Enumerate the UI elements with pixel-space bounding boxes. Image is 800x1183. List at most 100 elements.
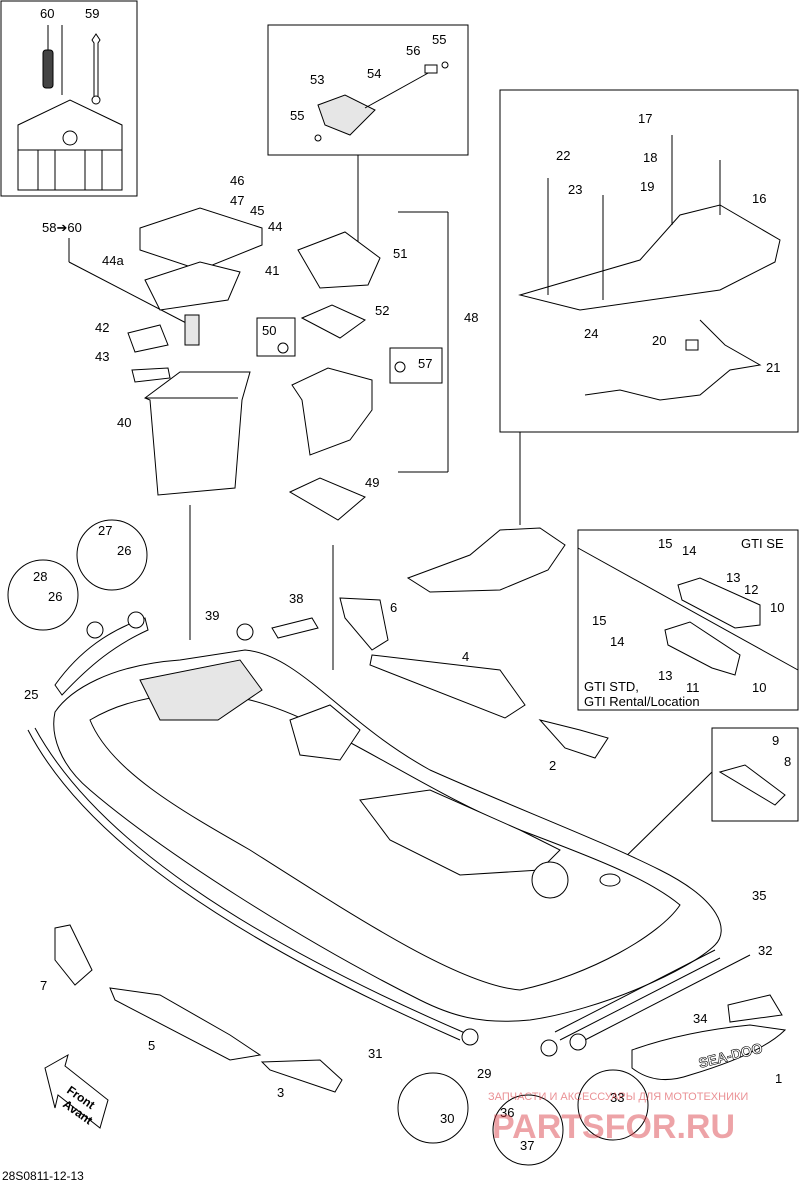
lid-51 <box>297 231 381 289</box>
label-23: 23 <box>568 182 582 197</box>
label-2: 2 <box>549 758 556 773</box>
label-55: 55 <box>432 32 446 47</box>
label-28: 28 <box>33 569 47 584</box>
gti-std-label-1: GTI STD, <box>584 679 639 694</box>
label-17: 17 <box>638 111 652 126</box>
label-8: 8 <box>784 754 791 769</box>
label-20: 20 <box>652 333 666 348</box>
bracket-20 <box>685 339 699 351</box>
bin-40 <box>143 371 251 496</box>
diagram-id: 28S0811-12-13 <box>2 1169 84 1183</box>
bin-cover-44 <box>139 207 263 271</box>
label-22: 22 <box>556 148 570 163</box>
plate-box-frame <box>711 727 799 822</box>
gasket-41 <box>144 261 241 311</box>
box-50 <box>256 317 296 357</box>
rubrail-31 <box>27 729 461 1041</box>
decal-1 <box>631 1024 787 1081</box>
drain-opening <box>599 873 621 887</box>
label-19: 19 <box>640 179 654 194</box>
platform-box-frame <box>499 89 799 433</box>
nut-55b <box>314 134 322 142</box>
label-44: 44 <box>268 219 282 234</box>
glovebox-49 <box>291 367 373 456</box>
glovebox-group: 51 52 50 57 49 48 <box>256 211 478 670</box>
wrench-icon <box>91 33 101 105</box>
mat-4 <box>369 654 526 719</box>
platform-16 <box>518 204 781 311</box>
label-11: 11 <box>686 680 700 695</box>
bracket-42 <box>127 324 169 353</box>
pad-7 <box>54 924 93 986</box>
label-21: 21 <box>766 360 780 375</box>
pad-3 <box>260 1059 343 1093</box>
cover-box-frame <box>267 24 469 156</box>
label-16: 16 <box>752 191 766 206</box>
label-15b: 15 <box>592 613 606 628</box>
plate-38 <box>271 617 319 639</box>
label-45: 45 <box>250 203 264 218</box>
label-56: 56 <box>406 43 420 58</box>
glovebox-opening <box>289 704 361 761</box>
label-14b: 14 <box>610 634 624 649</box>
label-43: 43 <box>95 349 109 364</box>
label-60: 60 <box>40 6 54 21</box>
label-38: 38 <box>289 591 303 606</box>
label-48: 48 <box>464 310 478 325</box>
label-3: 3 <box>277 1085 284 1100</box>
platform-preview <box>406 527 566 593</box>
label-40: 40 <box>117 415 131 430</box>
pad-2 <box>538 719 609 759</box>
label-18: 18 <box>643 150 657 165</box>
label-50: 50 <box>262 323 276 338</box>
label-32: 32 <box>758 943 772 958</box>
label-54: 54 <box>367 66 381 81</box>
tool-pouch <box>17 99 123 191</box>
label-26b: 26 <box>48 589 62 604</box>
front-arrow: Front Avant <box>44 1053 109 1129</box>
label-55b: 55 <box>290 108 304 123</box>
label-44a: 44a <box>102 253 124 268</box>
watermark-brand: PARTSFOR.RU <box>492 1108 735 1146</box>
circle-26-27 <box>76 519 148 591</box>
hose-21 <box>584 319 762 401</box>
circle-33 <box>577 1069 649 1141</box>
screwdriver-icon <box>42 25 63 95</box>
gasket-49 <box>288 477 366 521</box>
label-57: 57 <box>418 356 432 371</box>
plate <box>718 764 786 806</box>
label-13b: 13 <box>658 668 672 683</box>
label-33: 33 <box>610 1090 624 1105</box>
label-1: 1 <box>775 1071 782 1086</box>
gti-std-label-2: GTI Rental/Location <box>584 694 700 709</box>
label-39: 39 <box>205 608 219 623</box>
handle-std-11 <box>664 621 741 676</box>
gti-box-frame <box>577 529 799 711</box>
mat-5 <box>109 987 262 1061</box>
label-14a: 14 <box>682 543 696 558</box>
circle-30 <box>397 1072 469 1144</box>
label-27: 27 <box>98 523 112 538</box>
fuel-cap-39 <box>236 623 254 641</box>
pad-6 <box>339 597 389 651</box>
hull-group <box>27 617 751 1041</box>
label-13a: 13 <box>726 570 740 585</box>
label-10b: 10 <box>752 680 766 695</box>
label-9: 9 <box>772 733 779 748</box>
label-49: 49 <box>365 475 379 490</box>
callout-58-60: 58➔60 <box>42 220 82 235</box>
label-24: 24 <box>584 326 598 341</box>
bumper-25 <box>54 617 149 696</box>
nut-55 <box>441 61 449 69</box>
storage-bin-group: 46 47 45 44 44a 41 42 43 40 <box>95 173 282 640</box>
label-37: 37 <box>520 1138 534 1153</box>
label-25: 25 <box>24 687 38 702</box>
seat-area <box>359 789 561 876</box>
tool-kit-group: 60 59 58➔60 <box>0 0 191 326</box>
label-30: 30 <box>440 1111 454 1126</box>
decal-group: SEA-DOO <box>54 597 787 1093</box>
label-7: 7 <box>40 978 47 993</box>
label-12: 12 <box>744 582 758 597</box>
label-29: 29 <box>477 1066 491 1081</box>
gti-box-group: GTI SE GTI STD, GTI Rental/Location 15 1… <box>577 529 799 711</box>
